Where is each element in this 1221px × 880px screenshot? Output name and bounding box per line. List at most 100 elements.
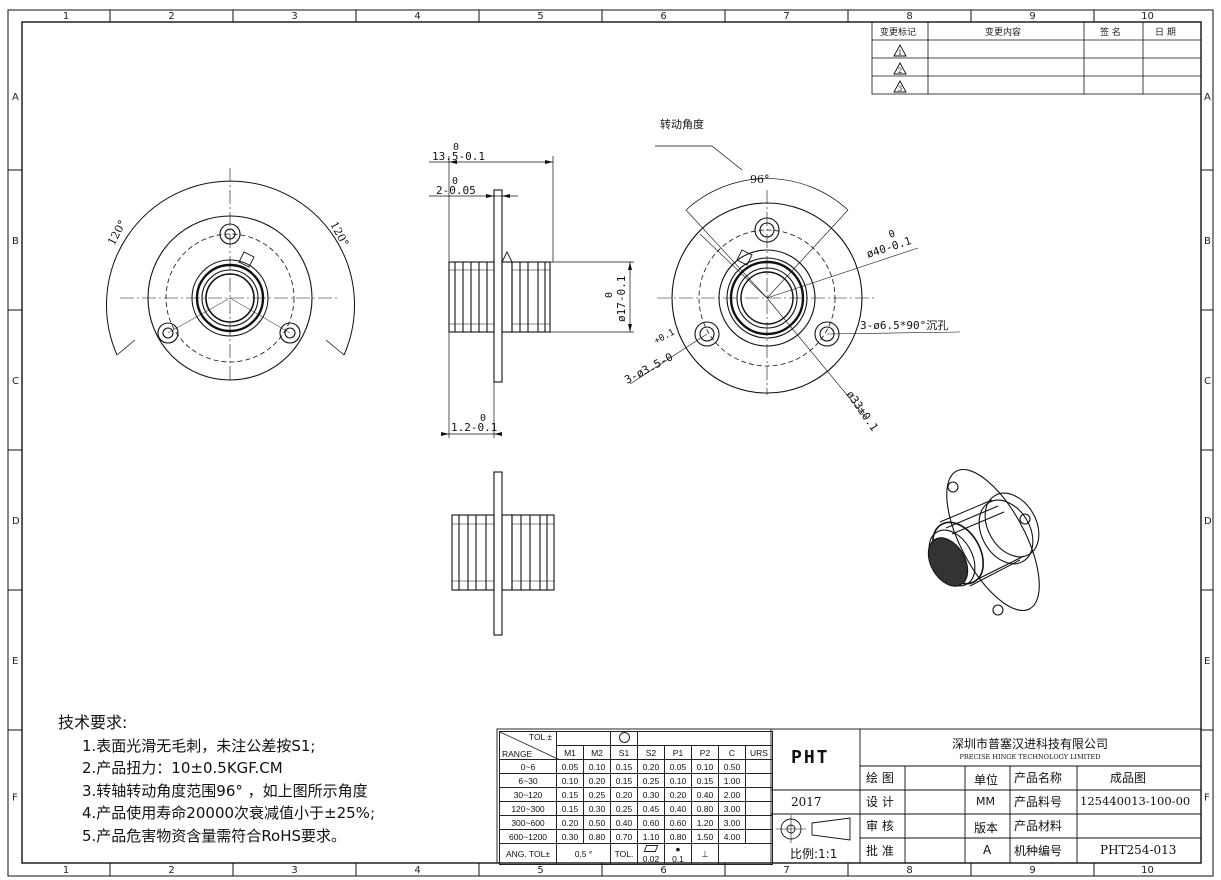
tol-value: 0.30 xyxy=(583,801,611,816)
tol-col-header: P1 xyxy=(664,745,692,760)
tol-col-header: C xyxy=(718,745,746,760)
tol-value: 0.50 xyxy=(583,815,611,830)
tol-short-label: TOL. xyxy=(610,843,638,865)
label-part-number: 产品料号 xyxy=(1014,795,1063,809)
unit-value: MM xyxy=(976,795,995,808)
border-col-label: 1 xyxy=(63,865,69,876)
tol-corner-cell: TOL ± RANGE xyxy=(499,731,560,760)
tol-range: 300~600 xyxy=(499,815,557,830)
tol-range: 0~6 xyxy=(499,759,557,774)
tol-value: 0.15 xyxy=(556,787,584,802)
tol-corner-diagonal xyxy=(500,732,560,760)
tol-value: 0.30 xyxy=(637,787,665,802)
tol-value: 0.10 xyxy=(556,773,584,788)
border-row-label: D xyxy=(12,516,20,527)
border-col-label: 3 xyxy=(291,865,297,876)
tol-value: 3.00 xyxy=(718,815,746,830)
note-item: 4.产品使用寿命20000次衰减值小于±25%; xyxy=(82,804,375,822)
border-col-label: 9 xyxy=(1029,865,1035,876)
perpendicular-icon: ⊥ xyxy=(701,848,709,859)
label-approve: 批 准 xyxy=(866,844,894,858)
label-design: 设 计 xyxy=(866,795,894,809)
border-col-label: 10 xyxy=(1141,865,1154,876)
tol-value: 0.10 xyxy=(691,759,719,774)
outer-frame xyxy=(7,9,1214,877)
dim-1-2-tol: 0 xyxy=(480,413,486,424)
rev-mark-1: 1 xyxy=(898,49,902,57)
border-row-label: E xyxy=(1204,656,1210,667)
tol-value: 0.30 xyxy=(556,829,584,844)
bottom-view xyxy=(451,471,555,636)
border-col-label: 3 xyxy=(291,11,297,22)
tol-value: 0.20 xyxy=(583,773,611,788)
ang-tol-value: 0.5 ° xyxy=(556,843,611,865)
tol-value: 4.00 xyxy=(718,829,746,844)
tol-value xyxy=(745,829,773,844)
tol-value: 0.10 xyxy=(664,773,692,788)
tol-value: 1.00 xyxy=(718,773,746,788)
border-row-label: A xyxy=(1204,92,1211,103)
tol-value: 0.80 xyxy=(583,829,611,844)
dim-33: ø33±0.1 xyxy=(844,388,881,433)
border-row-label: B xyxy=(1204,236,1211,247)
dim-40-tol: 0 xyxy=(888,229,897,241)
tol-value: 0.50 xyxy=(718,759,746,774)
hole-3-5-tol: +0.1 xyxy=(653,328,677,347)
dim-2: 2-0.05 xyxy=(436,184,476,197)
rotation-angle-label: 转动角度 xyxy=(660,117,704,131)
border-col-label: 4 xyxy=(414,865,420,876)
tol-value: 0.40 xyxy=(691,787,719,802)
scale-label: 比例:1:1 xyxy=(790,847,837,861)
projection-symbol xyxy=(776,815,851,843)
border-col-label: 2 xyxy=(168,11,174,22)
tol-value: 3.00 xyxy=(718,801,746,816)
label-material: 产品材料 xyxy=(1014,819,1063,833)
part-number-value: 125440013-100-00 xyxy=(1080,794,1191,808)
company-name-cn: 深圳市普塞汉进科技有限公司 xyxy=(952,736,1108,751)
border-col-label: 6 xyxy=(660,11,666,22)
rotation-angle-value: 96° xyxy=(750,173,770,186)
tol-value: 0.60 xyxy=(664,815,692,830)
tol-value: 0.45 xyxy=(637,801,665,816)
border-col-label: 8 xyxy=(906,865,912,876)
isometric-view xyxy=(927,468,1040,616)
dim-2-tol: 0 xyxy=(452,176,458,187)
rev-header-mark: 变更标记 xyxy=(880,26,916,38)
version-value: A xyxy=(983,843,992,857)
rev-mark-2: 2 xyxy=(898,67,902,75)
technical-notes: 技术要求: 1.表面光滑无毛刺，未注公差按S1; 2.产品扭力：10±0.5KG… xyxy=(58,712,375,847)
tol-value: 1.10 xyxy=(637,829,665,844)
hole-6-5-label: 3-ø6.5*90°沉孔 xyxy=(860,319,948,332)
tol-value: 0.20 xyxy=(610,787,638,802)
tol-value: 1.50 xyxy=(691,829,719,844)
tol-col-header: M2 xyxy=(583,745,611,760)
product-name-value: 成品图 xyxy=(1110,771,1147,785)
year-label: 2017 xyxy=(791,795,822,809)
angle-120-left: 120° xyxy=(105,218,129,248)
tol-col-header: URS xyxy=(745,745,773,760)
tol-value: 0.10 xyxy=(583,759,611,774)
rev-header-content: 变更内容 xyxy=(985,26,1021,38)
notes-title: 技术要求: xyxy=(58,713,128,732)
border-row-label: C xyxy=(1204,376,1211,387)
border-row-label: F xyxy=(1204,793,1210,804)
dim-17-tol: 0 xyxy=(604,292,615,298)
tol-col-header: S1 xyxy=(610,745,638,760)
company-name-en: PRECISE HINGE TECHNOLOGY LIMITED xyxy=(960,753,1101,761)
tol-value: 0.25 xyxy=(583,787,611,802)
border-row-label: E xyxy=(12,656,18,667)
tol-value: 0.15 xyxy=(610,759,638,774)
label-version: 版本 xyxy=(974,821,999,835)
tol-value: 0.25 xyxy=(637,773,665,788)
tol-value: 0.20 xyxy=(556,815,584,830)
rev-header-sign: 签 名 xyxy=(1100,26,1121,38)
model-value: PHT254-013 xyxy=(1100,843,1177,857)
border-col-label: 10 xyxy=(1141,11,1154,22)
border-col-label: 8 xyxy=(906,11,912,22)
dim-1-2: 1.2-0.1 xyxy=(451,421,497,434)
tol-value: 0.25 xyxy=(610,801,638,816)
roundness-icon: ● xyxy=(675,844,681,854)
